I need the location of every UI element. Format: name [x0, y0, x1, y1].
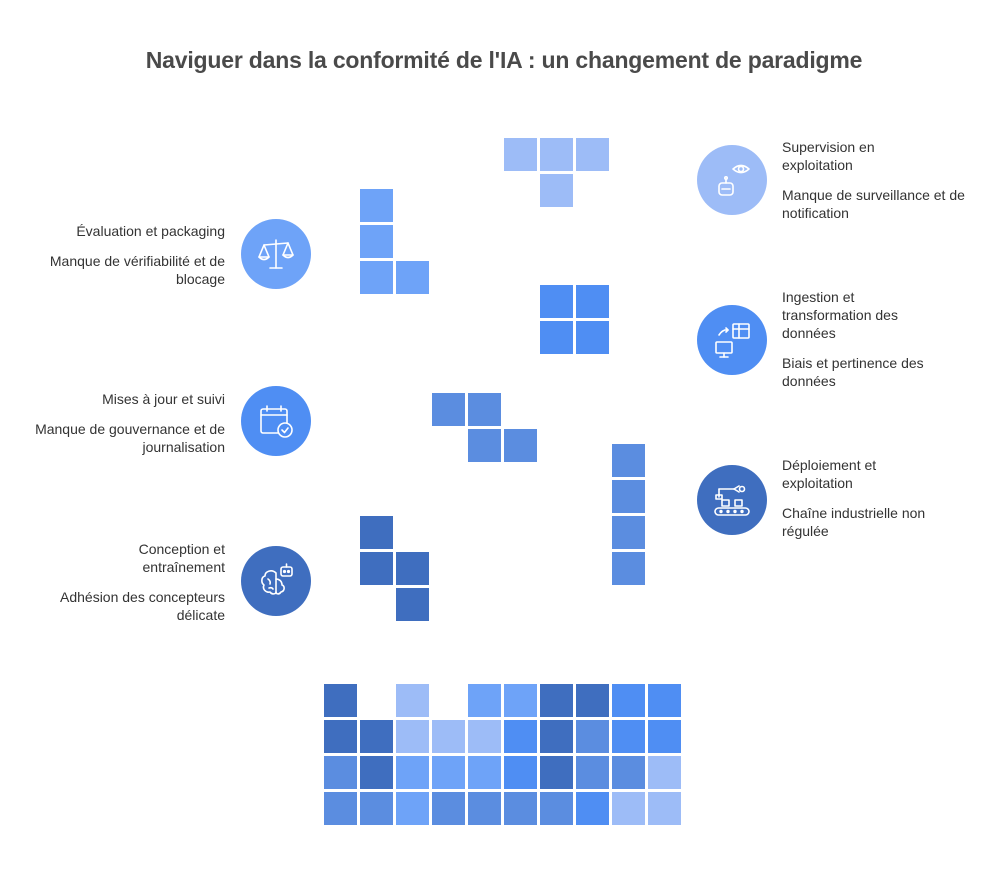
stage-title: Conception et entraînement: [138, 541, 225, 575]
i-piece-block: [612, 516, 645, 549]
l-piece-block: [360, 225, 393, 258]
t-piece-block: [576, 138, 609, 171]
l-piece-block: [360, 261, 393, 294]
z-piece-block: [504, 429, 537, 462]
stage-title: Évaluation et packaging: [76, 223, 225, 239]
o-piece-block: [540, 285, 573, 318]
wall-block: [504, 684, 537, 717]
wall-block: [468, 684, 501, 717]
s-piece-block: [396, 552, 429, 585]
o-piece-block: [576, 285, 609, 318]
wall-block: [360, 792, 393, 825]
wall-block: [324, 720, 357, 753]
stage-title: Ingestion et transformation des données: [782, 289, 898, 341]
wall-block: [324, 792, 357, 825]
wall-block: [324, 684, 357, 717]
i-piece-block: [612, 552, 645, 585]
brain-robot-icon: [261, 563, 293, 595]
wall-block: [648, 792, 681, 825]
page-title: Naviguer dans la conformité de l'IA : un…: [145, 47, 863, 73]
z-piece-block: [468, 393, 501, 426]
label-evaluation: Évaluation et packaging Manque de vérifi…: [25, 222, 225, 288]
wall-block: [324, 756, 357, 789]
wall-block: [396, 756, 429, 789]
brain-robot-icon-circle: [241, 546, 311, 616]
wall-block: [468, 756, 501, 789]
s-piece-block: [396, 588, 429, 621]
o-piece-block: [576, 321, 609, 354]
wall-block: [396, 720, 429, 753]
conveyor-icon: [714, 485, 750, 516]
calendar-check-icon-circle: [241, 386, 311, 456]
o-piece-block: [540, 321, 573, 354]
stage-title: Déploiement et exploitation: [782, 457, 877, 491]
data-transform-icon: [715, 323, 750, 358]
wall-block: [648, 756, 681, 789]
wall-block: [540, 720, 573, 753]
stage-challenge: Manque de vérifiabilité et de blocage: [49, 253, 225, 287]
wall-block: [360, 756, 393, 789]
t-piece-block: [540, 138, 573, 171]
wall-block: [612, 684, 645, 717]
t-piece-block: [540, 174, 573, 207]
stage-challenge: Chaîne industrielle non régulée: [782, 505, 926, 539]
conveyor-icon-circle: [697, 465, 767, 535]
s-piece-block: [360, 516, 393, 549]
scales-icon: [258, 239, 294, 269]
label-ingestion: Ingestion et transformation des données …: [782, 288, 947, 390]
wall-block: [648, 684, 681, 717]
l-piece-block: [396, 261, 429, 294]
label-supervision: Supervision en exploitation Manque de su…: [782, 138, 967, 222]
wall-block: [576, 720, 609, 753]
scales-icon-circle: [241, 219, 311, 289]
stage-challenge: Biais et pertinence des données: [782, 355, 924, 389]
wall-block: [576, 792, 609, 825]
wall-block: [504, 720, 537, 753]
wall-block: [432, 792, 465, 825]
label-design: Conception et entraînement Adhésion des …: [25, 540, 225, 624]
calendar-check-icon: [260, 405, 293, 438]
z-piece-block: [468, 429, 501, 462]
wall-block: [612, 792, 645, 825]
wall-block: [432, 756, 465, 789]
t-piece-block: [504, 138, 537, 171]
eye-robot-icon: [718, 164, 750, 196]
i-piece-block: [612, 480, 645, 513]
wall-block: [540, 792, 573, 825]
wall-block: [468, 720, 501, 753]
i-piece-block: [612, 444, 645, 477]
stage-challenge: Adhésion des concepteurs délicate: [60, 589, 225, 623]
l-piece-block: [360, 189, 393, 222]
wall-block: [504, 756, 537, 789]
stage-challenge: Manque de surveillance et de notificatio…: [782, 187, 965, 221]
s-piece-block: [360, 552, 393, 585]
label-updates: Mises à jour et suivi Manque de gouverna…: [25, 390, 225, 456]
z-piece-block: [432, 393, 465, 426]
wall-block: [504, 792, 537, 825]
wall-block: [612, 720, 645, 753]
stage-challenge: Manque de gouvernance et de journalisati…: [35, 421, 225, 455]
stage-title: Supervision en exploitation: [782, 139, 875, 173]
wall-block: [468, 792, 501, 825]
wall-block: [540, 756, 573, 789]
label-deployment: Déploiement et exploitation Chaîne indus…: [782, 456, 947, 540]
stage-title: Mises à jour et suivi: [102, 391, 225, 407]
wall-block: [396, 684, 429, 717]
eye-robot-icon-circle: [697, 145, 767, 215]
wall-block: [612, 756, 645, 789]
wall-block: [576, 756, 609, 789]
wall-block: [360, 720, 393, 753]
wall-block: [396, 792, 429, 825]
wall-block: [432, 720, 465, 753]
data-transform-icon-circle: [697, 305, 767, 375]
wall-block: [540, 684, 573, 717]
wall-block: [648, 720, 681, 753]
wall-block: [576, 684, 609, 717]
